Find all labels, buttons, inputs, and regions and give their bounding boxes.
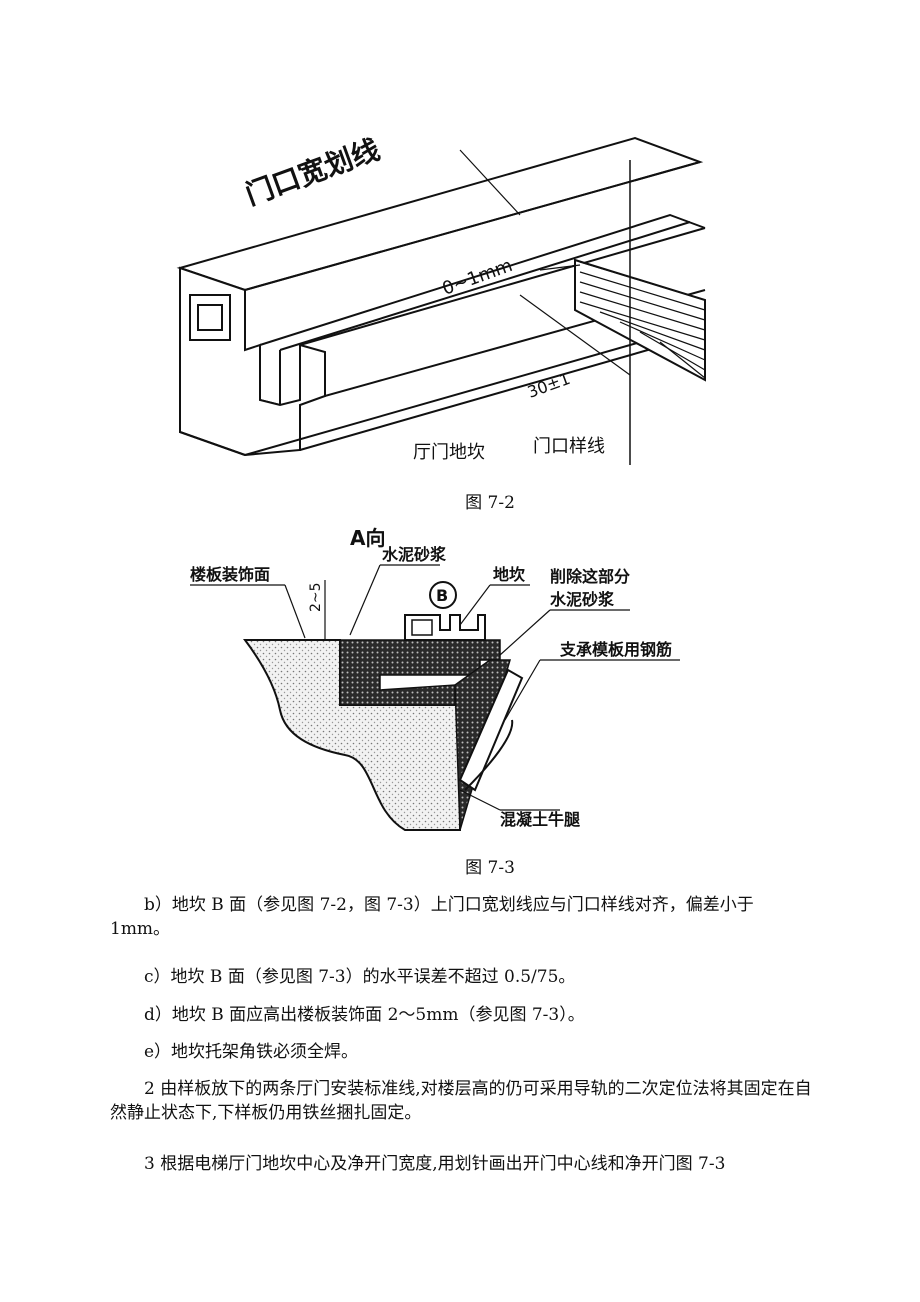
figure-7-2-caption: 图 7-2 [465, 493, 515, 513]
figure-7-2-drawing: 门口宽划线 0~1mm 30±1 厅门地坎 门口样线 [176, 133, 706, 465]
paragraph-b: b）地坎 B 面（参见图 7-2，图 7-3）上门口宽划线应与门口样线对齐，偏差… [110, 895, 754, 939]
width-line-label: 门口宽划线 [241, 133, 384, 212]
gap-label: 2~5 [308, 582, 324, 612]
paragraph-d: d）地坎 B 面应高出楼板装饰面 2～5mm（参见图 7-3）。 [144, 1005, 585, 1025]
remove-mortar-label: 水泥砂浆 [550, 590, 615, 609]
view-a-label: A向 [350, 526, 385, 550]
remove-label: 削除这部分 [550, 567, 630, 586]
paragraph-3: 3 根据电梯厅门地坎中心及净开门宽度,用划针画出开门中心线和净开门图 7-3 [144, 1154, 726, 1174]
rebar-label: 支承模板用钢筋 [559, 640, 672, 659]
paragraph-e: e）地坎托架角铁必须全焊。 [144, 1042, 359, 1062]
paragraph-c: c）地坎 B 面（参见图 7-3）的水平误差不超过 0.5/75。 [144, 967, 576, 987]
sample-line-label: 门口样线 [533, 436, 605, 457]
sill-label: 地坎 [493, 565, 525, 584]
mortar-label: 水泥砂浆 [382, 545, 447, 564]
figure-7-3-caption: 图 7-3 [465, 858, 515, 878]
figure-7-3-drawing: A向 楼板装饰面 水泥砂浆 2~5 B 地坎 削除这部分 水泥砂浆 支承模板用钢… [190, 526, 680, 831]
bracket-label: 混凝土牛腿 [500, 810, 580, 829]
paragraph-2: 2 由样板放下的两条厅门安装标准线,对楼层高的仍可采用导轨的二次定位法将其固定在… [110, 1079, 812, 1123]
sill-label: 厅门地坎 [413, 442, 485, 463]
b-face-label: B [436, 586, 448, 605]
floor-finish-label: 楼板装饰面 [190, 565, 270, 584]
